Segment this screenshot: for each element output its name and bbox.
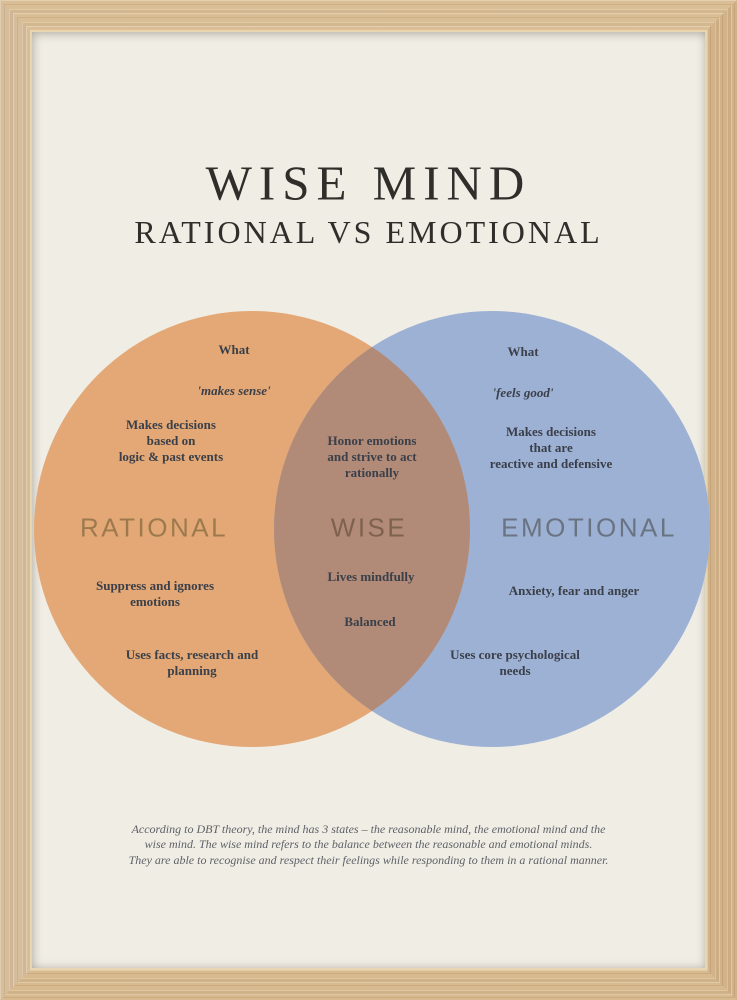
emotional-point-needs: Uses core psychological needs [450, 647, 580, 678]
rational-point-decisions: Makes decisions based on logic & past ev… [118, 417, 224, 464]
wise-point-honor: Honor emotions and strive to act rationa… [327, 433, 417, 480]
emotional-point-decisions: Makes decisions that are reactive and de… [489, 424, 613, 471]
wise-point-balanced: Balanced [344, 614, 396, 630]
frame-top [0, 0, 737, 30]
frame-right [707, 0, 737, 1000]
rational-label: RATIONAL [79, 512, 229, 543]
poster-subtitle: RATIONAL VS EMOTIONAL [134, 214, 603, 250]
wise-point-mindful: Lives mindfully [327, 569, 415, 585]
rational-point-facts: Uses facts, research and planning [125, 647, 259, 678]
wise-overlap-region [274, 311, 470, 747]
emotional-what-word: What [507, 343, 539, 359]
poster-title: WISE MIND [205, 155, 532, 211]
rational-what-block: What 'makes sense' [197, 319, 270, 423]
frame-bottom [0, 970, 737, 1000]
rational-point-suppress: Suppress and ignores emotions [95, 578, 215, 609]
frame-left [0, 0, 30, 1000]
emotional-what-quote: 'feels good' [492, 385, 554, 401]
emotional-label: EMOTIONAL [501, 512, 677, 543]
venn-diagram [34, 311, 710, 747]
poster: WISE MIND RATIONAL VS EMOTIONAL What 'ma… [30, 30, 710, 970]
emotional-point-anxiety: Anxiety, fear and anger [508, 583, 640, 599]
wise-label: WISE [330, 512, 408, 543]
footer-note: According to DBT theory, the mind has 3 … [128, 821, 609, 867]
rational-what-word: What [218, 341, 250, 357]
rational-what-quote: 'makes sense' [197, 383, 271, 399]
emotional-what-block: What 'feels good' [492, 321, 553, 425]
